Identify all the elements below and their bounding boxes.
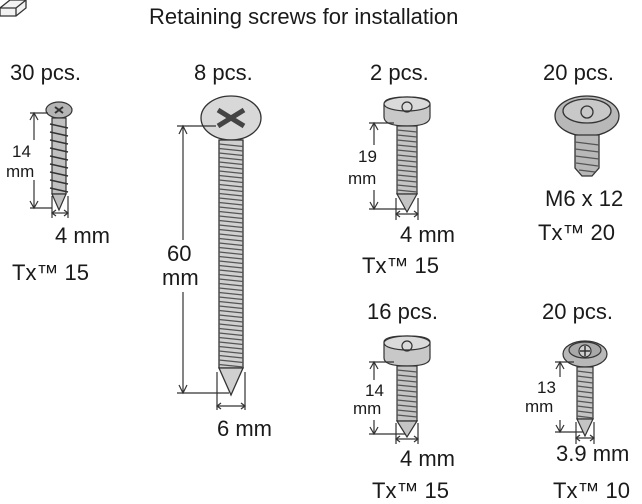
screw-2-quantity: 8 pcs. (194, 60, 253, 85)
screw-3-quantity: 2 pcs. (370, 60, 429, 85)
screw-4-drive: Tx™ 20 (538, 220, 616, 245)
screw-1-drive: Tx™ 15 (12, 260, 90, 285)
screw-2-length: 60 (167, 241, 192, 266)
screw-3-length: 19 (358, 147, 377, 166)
screw-3-length-unit: mm (348, 169, 377, 188)
page-title: Retaining screws for installation (149, 4, 459, 29)
screw-4-size: M6 x 12 (545, 186, 624, 211)
screw-3-width: 4 mm (400, 222, 455, 247)
screw-2-width: 6 mm (217, 416, 272, 441)
screw-6-width: 3.9 mm (556, 441, 630, 466)
screw-3-drive: Tx™ 15 (362, 253, 440, 278)
screw-1-length: 14 (12, 142, 31, 161)
screw-4-quantity: 20 pcs. (543, 60, 614, 85)
screw-5-length-unit: mm (353, 399, 382, 418)
screw-6-length: 13 (537, 378, 556, 397)
screw-5-quantity: 16 pcs. (367, 299, 438, 324)
screw-1-length-unit: mm (6, 162, 35, 181)
screw-1-quantity: 30 pcs. (10, 60, 81, 85)
screw-5-length: 14 (365, 381, 384, 400)
screw-6-drive: Tx™ 10 (553, 478, 631, 503)
screw-1-width: 4 mm (55, 223, 110, 248)
screw-5-drive: Tx™ 15 (372, 478, 450, 503)
screw-5-width: 4 mm (400, 446, 455, 471)
screw-2-length-unit: mm (162, 265, 199, 290)
screw-6-quantity: 20 pcs. (542, 299, 613, 324)
screw-6-length-unit: mm (525, 397, 554, 416)
